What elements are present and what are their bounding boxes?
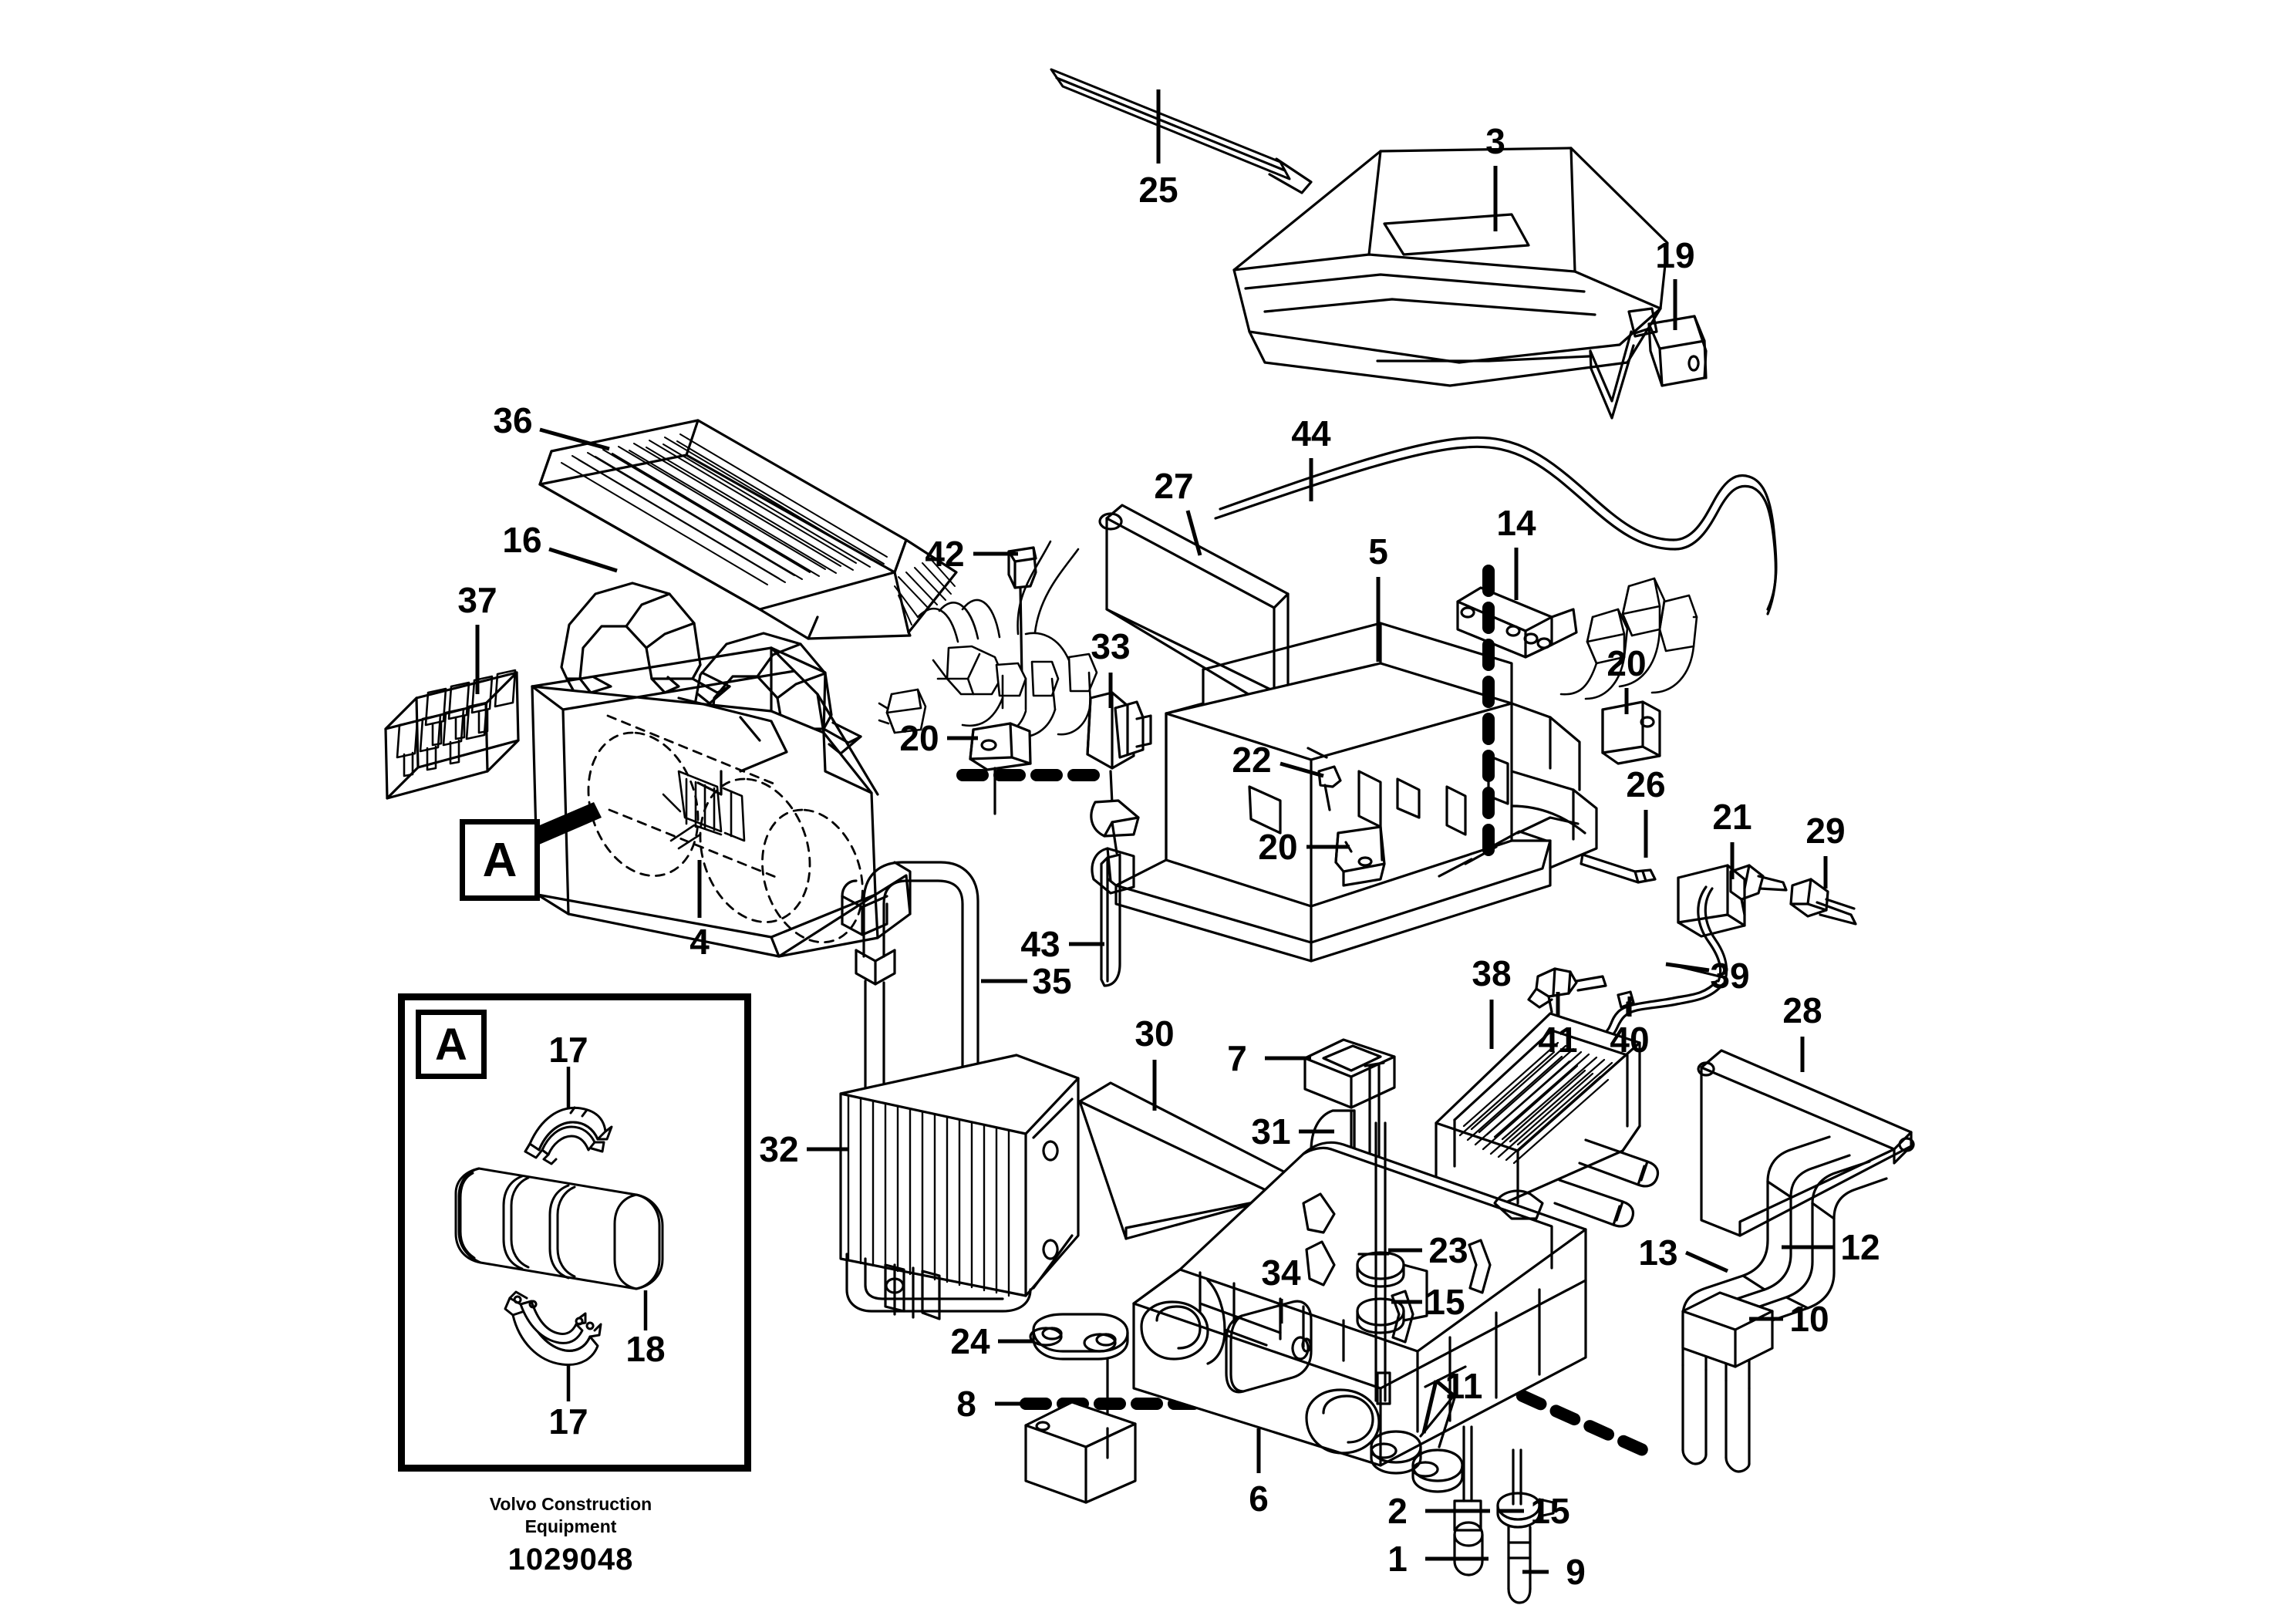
part-4-blower-housing xyxy=(531,646,912,958)
callout-number-40-cable-clip[interactable]: 40 xyxy=(1610,1020,1650,1060)
part-26-pin xyxy=(1580,853,1657,884)
callout-number-12-hose[interactable]: 12 xyxy=(1840,1227,1880,1267)
callout-number-31-damper-flap[interactable]: 31 xyxy=(1251,1111,1291,1152)
detail-marker-a[interactable]: A xyxy=(460,819,540,901)
part-44-harness xyxy=(1214,436,1778,615)
footer-block: Volvo Construction Equipment 1029048 xyxy=(432,1493,710,1577)
detail-inset-artwork xyxy=(454,1067,664,1401)
part-19-relay xyxy=(1633,315,1708,387)
part-38-heater-core xyxy=(1435,1012,1660,1228)
part-32-evaporator-core xyxy=(839,1054,1080,1320)
part-41-switch xyxy=(1527,967,1607,1013)
part-33-actuator xyxy=(1086,691,1152,855)
callout-number-27-seal-panel[interactable]: 27 xyxy=(1154,466,1194,506)
part-12-13-hoses xyxy=(1681,1135,1888,1473)
callout-number-41-switch[interactable]: 41 xyxy=(1538,1020,1578,1060)
callout-number-20-connector[interactable]: 20 xyxy=(899,718,939,758)
company-line-2: Equipment xyxy=(524,1516,617,1536)
callout-number-26-pin[interactable]: 26 xyxy=(1626,764,1666,804)
callout-number-15-washer[interactable]: 15 xyxy=(1530,1491,1570,1531)
part-43-flap xyxy=(1100,853,1121,987)
part-11-grommets xyxy=(1370,1391,1464,1493)
company-line-1: Volvo Construction xyxy=(489,1494,652,1514)
part-29-cable-end xyxy=(1789,878,1857,926)
callout-number-28-filter-panel[interactable]: 28 xyxy=(1782,990,1822,1030)
part-21-valve xyxy=(1677,864,1788,984)
callout-number-38-heater-core[interactable]: 38 xyxy=(1472,953,1512,993)
callout-number-36-cabin-filter[interactable]: 36 xyxy=(493,400,533,440)
part-37-resistor-rack xyxy=(384,669,520,800)
callout-number-25-trim-strip[interactable]: 25 xyxy=(1138,170,1178,210)
callout-number-44-wiring-harness[interactable]: 44 xyxy=(1291,413,1331,454)
detail-inset-a: A xyxy=(398,993,751,1472)
callout-number-35-pipe-loop[interactable]: 35 xyxy=(1032,961,1072,1001)
callout-number-15-washer[interactable]: 15 xyxy=(1425,1282,1465,1322)
part-25-trim-strip xyxy=(1050,68,1313,194)
part-40-clip xyxy=(1617,990,1635,1017)
callout-number-9-screw[interactable]: 9 xyxy=(1566,1552,1586,1592)
callout-number-11-grommets[interactable]: 11 xyxy=(1445,1366,1483,1406)
drawing-number: 1029048 xyxy=(507,1542,634,1576)
part-36-cabin-filter xyxy=(538,419,958,640)
inset-callout-18[interactable]: 18 xyxy=(625,1329,666,1369)
callout-number-32-evaporator-core[interactable]: 32 xyxy=(759,1129,799,1169)
part-20-connector-bottom xyxy=(1334,825,1386,887)
callout-number-30-seal-strip[interactable]: 30 xyxy=(1135,1013,1175,1054)
inset-callout-17-top[interactable]: 17 xyxy=(548,1030,588,1070)
callout-number-2-bushing[interactable]: 2 xyxy=(1387,1491,1408,1531)
callout-number-20-connector[interactable]: 20 xyxy=(1607,643,1647,683)
callout-number-8-bracket-block[interactable]: 8 xyxy=(956,1384,976,1424)
inset-callout-17-bottom[interactable]: 17 xyxy=(548,1401,588,1442)
part-20-connector-left xyxy=(969,722,1032,815)
bottom-fasteners xyxy=(1453,1425,1555,1604)
callout-number-23-rod[interactable]: 23 xyxy=(1428,1230,1468,1270)
callout-number-34-cylinder[interactable]: 34 xyxy=(1261,1253,1301,1293)
callout-number-43-flap[interactable]: 43 xyxy=(1020,924,1060,964)
callout-number-5-evaporator-box[interactable]: 5 xyxy=(1368,531,1388,572)
callout-number-19-relay[interactable]: 19 xyxy=(1655,235,1695,275)
callout-number-42-sensor[interactable]: 42 xyxy=(925,534,965,574)
callout-number-10-clamp-block[interactable]: 10 xyxy=(1789,1299,1829,1339)
callout-number-1-plug[interactable]: 1 xyxy=(1387,1539,1408,1579)
right-connectors xyxy=(1559,577,1698,700)
callout-number-7-spacer[interactable]: 7 xyxy=(1227,1038,1247,1078)
callout-number-14-bracket[interactable]: 14 xyxy=(1496,503,1536,543)
callout-number-21-valve-lever[interactable]: 21 xyxy=(1712,797,1752,837)
callout-number-3-cover[interactable]: 3 xyxy=(1485,121,1505,161)
part-34-cylinder xyxy=(1225,1300,1313,1394)
callout-number-37-resistor-rack[interactable]: 37 xyxy=(457,580,497,620)
callout-number-24-link-plate[interactable]: 24 xyxy=(950,1321,990,1361)
callout-number-6-lower-housing[interactable]: 6 xyxy=(1249,1479,1269,1519)
callout-number-33-actuator-bracket[interactable]: 33 xyxy=(1091,626,1131,666)
part-20-connector-right xyxy=(1601,700,1661,765)
detail-inset-marker: A xyxy=(416,1010,487,1079)
part-22-lever xyxy=(1317,765,1342,811)
callout-number-16-duct-cover[interactable]: 16 xyxy=(502,520,542,560)
part-23-rod xyxy=(1356,1121,1428,1405)
callout-number-13-hose[interactable]: 13 xyxy=(1638,1233,1678,1273)
part-5-evaporator-box xyxy=(1091,622,1598,963)
callout-number-29-cable-end[interactable]: 29 xyxy=(1805,811,1846,851)
part-28-filter-panel xyxy=(1697,1049,1915,1237)
part-8-bracket-block xyxy=(1024,1401,1137,1504)
callout-number-22-lever[interactable]: 22 xyxy=(1232,740,1272,780)
part-14-bracket xyxy=(1456,586,1578,659)
callout-number-20-connector[interactable]: 20 xyxy=(1258,827,1298,867)
callout-number-39-cable[interactable]: 39 xyxy=(1710,956,1750,996)
part-3-cover xyxy=(1232,147,1669,420)
callout-number-4-blower-housing[interactable]: 4 xyxy=(689,922,710,962)
